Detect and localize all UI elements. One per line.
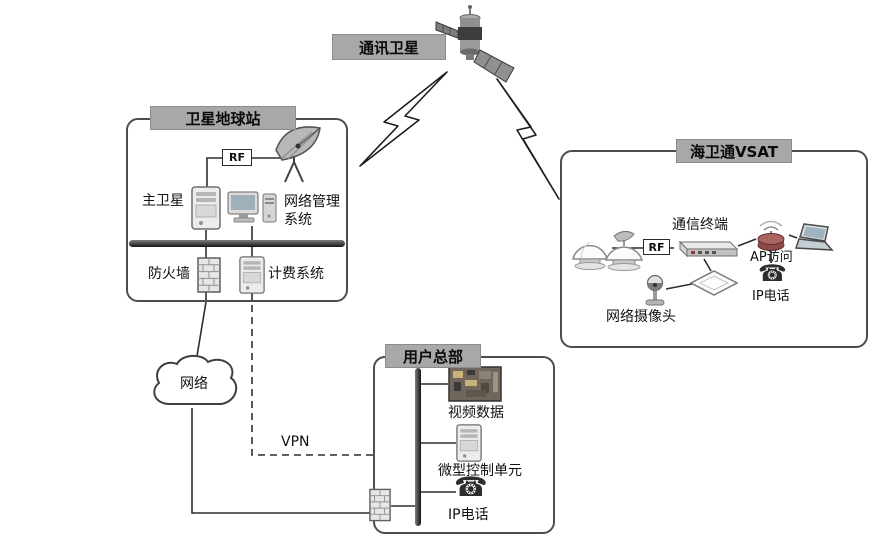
- vsat-ip-phone-label: IP电话: [752, 289, 790, 304]
- lightning-bolt-right: [496, 78, 560, 200]
- network-mgmt-computer-icon: [226, 190, 280, 226]
- rf-text: RF: [229, 151, 245, 164]
- satellite-label-text: 通讯卫星: [358, 38, 419, 57]
- firewall-label: 防火墙: [148, 266, 190, 282]
- vsat-dome-antenna-icon-1: [568, 228, 612, 272]
- hq-firewall-icon: [369, 488, 391, 522]
- earth-station-title-text: 卫星地球站: [185, 109, 261, 128]
- ap-access-label: AP访问: [750, 250, 793, 265]
- network-camera-icon: [642, 274, 668, 310]
- video-data-board-icon: [448, 366, 502, 402]
- headquarters-bus: [415, 368, 421, 526]
- earth-station-rf-badge: RF: [222, 149, 252, 166]
- terminal-label: 通信终端: [672, 217, 728, 233]
- satellite-label: 通讯卫星: [332, 34, 446, 60]
- main-satellite-server-icon: [191, 186, 221, 230]
- comm-terminal-router-icon: [672, 238, 738, 260]
- vsat-rf-text: RF: [648, 240, 665, 254]
- video-data-label: 视频数据: [448, 405, 504, 421]
- vsat-title: 海卫通VSAT: [676, 139, 792, 163]
- switch-panel-icon: [690, 270, 738, 296]
- earth-station-title: 卫星地球站: [150, 106, 296, 130]
- communication-satellite-icon: [422, 4, 518, 88]
- network-camera-label: 网络摄像头: [606, 309, 676, 325]
- mcu-server-icon: [456, 424, 482, 462]
- hq-ip-phone-label: IP电话: [448, 507, 489, 523]
- earth-station-bus: [129, 240, 345, 247]
- dish-antenna-icon: [268, 120, 332, 186]
- lightning-bolt-left: [359, 71, 448, 167]
- mcu-label: 微型控制单元: [438, 463, 522, 479]
- firewall-icon: [197, 257, 221, 293]
- network-cloud-label: 网络: [180, 376, 208, 392]
- vsat-rf-badge: RF: [643, 239, 670, 255]
- vpn-label: VPN: [281, 434, 310, 450]
- hq-ip-phone-icon: ☎: [454, 472, 488, 503]
- vsat-dome-antenna-icon-2: [600, 226, 648, 274]
- vsat-title-text: 海卫通VSAT: [689, 142, 779, 161]
- headquarters-title: 用户总部: [385, 344, 481, 368]
- wireless-ap-icon: [752, 218, 790, 252]
- network-cloud: 网络: [146, 352, 242, 414]
- main-satellite-label: 主卫星: [142, 193, 184, 209]
- network-mgmt-label: 网络管理系统: [284, 194, 340, 229]
- vsat-ip-phone-icon: ☎: [758, 261, 787, 287]
- billing-server-icon: [239, 256, 265, 294]
- headquarters-title-text: 用户总部: [402, 347, 463, 366]
- laptop-icon: [794, 222, 834, 254]
- billing-label: 计费系统: [268, 266, 324, 282]
